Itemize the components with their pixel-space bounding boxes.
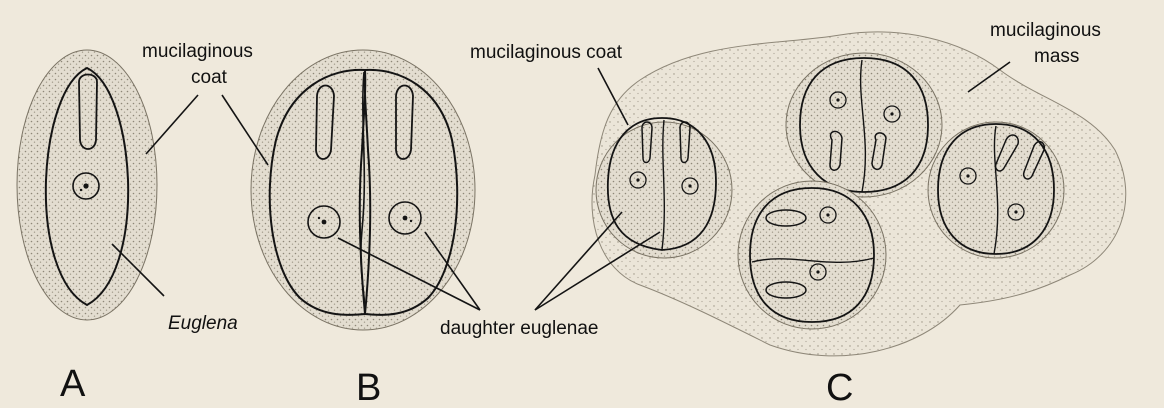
panel-b [251, 50, 475, 330]
panel-letter-b: B [356, 367, 381, 408]
label-mucilaginous-mass-line1: mucilaginous [990, 20, 1101, 41]
label-euglena: Euglena [168, 313, 238, 334]
leader-coat-b [222, 95, 268, 165]
label-mucilaginous-coat-c: mucilaginous coat [470, 42, 623, 63]
colony-cell-bottom [738, 181, 886, 329]
label-mucilaginous-mass-line2: mass [1034, 46, 1079, 67]
label-daughter-euglenae: daughter euglenae [440, 318, 598, 339]
colony-cell-top [786, 53, 942, 197]
panel-a [17, 50, 157, 320]
leader-coat-a [146, 95, 198, 154]
panel-letter-a: A [60, 363, 86, 405]
panel-c [592, 32, 1126, 356]
label-mucilaginous-coat-a-line1: mucilaginous [142, 41, 253, 62]
colony-cell-right [928, 122, 1064, 258]
label-mucilaginous-coat-a-line2: coat [191, 67, 228, 88]
panel-letter-c: C [826, 367, 853, 408]
